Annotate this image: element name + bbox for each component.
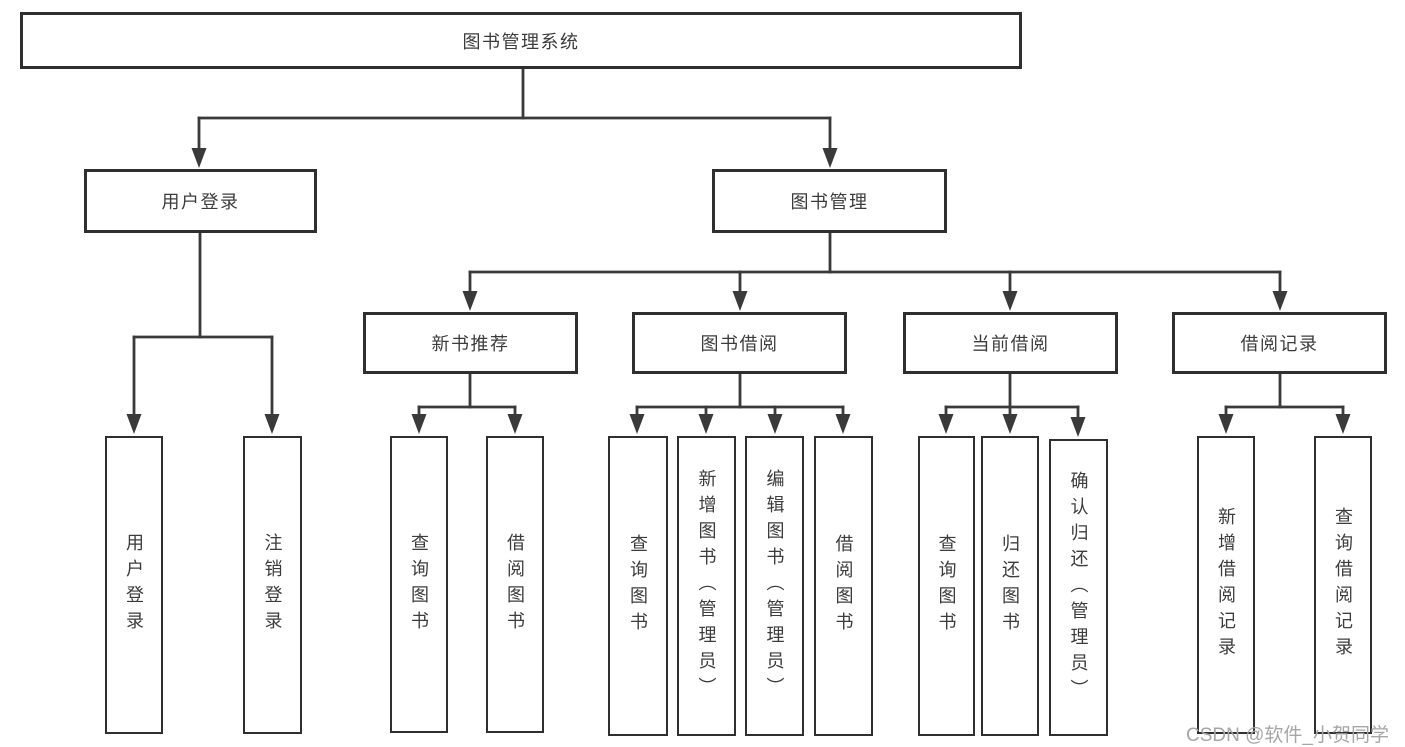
leaf-query-books-recommend-label: 查询图书: [409, 532, 429, 637]
leaf-query-books-recommend: 查询图书: [390, 436, 448, 733]
leaf-query-books-borrow-label: 查询图书: [628, 534, 648, 638]
leaf-return-books: 归还图书: [981, 436, 1039, 736]
arrowhead-icon: [698, 414, 714, 434]
node-borrow-records-label: 借阅记录: [1240, 334, 1319, 354]
arrowhead-icon: [629, 414, 645, 434]
leaf-add-borrow-record: 新增借阅记录: [1197, 436, 1255, 734]
leaf-edit-books-admin-label: 编辑图书（管理员）: [764, 469, 785, 703]
arrowhead-icon: [1070, 417, 1086, 437]
watermark-text: CSDN @软件_小贺同学: [1186, 725, 1389, 746]
leaf-edit-books-admin: 编辑图书（管理员）: [745, 436, 804, 736]
leaf-logout-login-label: 注销登录: [262, 533, 283, 637]
arrowhead-icon: [767, 414, 783, 434]
leaf-query-books-borrow: 查询图书: [608, 436, 668, 736]
leaf-borrow-books-borrow-label: 借阅图书: [833, 534, 854, 638]
arrowhead-icon: [822, 148, 838, 168]
node-user-login-label: 用户登录: [161, 192, 240, 212]
arrowhead-icon: [1272, 291, 1288, 311]
connector-book-borrow-children: [629, 372, 851, 434]
node-new-book-recommend-label: 新书推荐: [431, 334, 510, 354]
leaf-query-books-current-label: 查询图书: [936, 534, 957, 638]
node-new-book-recommend: 新书推荐: [363, 312, 578, 374]
connector-root-to-level2: [191, 67, 838, 168]
node-root: 图书管理系统: [20, 12, 1022, 69]
leaf-add-books-admin: 新增图书（管理员）: [677, 436, 736, 736]
arrowhead-icon: [732, 291, 748, 311]
node-book-borrow: 图书借阅: [632, 312, 847, 374]
arrowhead-icon: [1002, 414, 1018, 434]
arrowhead-icon: [411, 414, 427, 434]
connector-book-management-children: [462, 231, 1288, 311]
arrowhead-icon: [938, 414, 954, 434]
node-book-management: 图书管理: [712, 169, 947, 233]
leaf-query-borrow-record-label: 查询借阅记录: [1333, 507, 1353, 663]
arrowhead-icon: [1002, 291, 1018, 311]
leaf-query-books-current: 查询图书: [918, 436, 975, 736]
arrowhead-icon: [264, 414, 280, 434]
leaf-add-books-admin-label: 新增图书（管理员）: [696, 469, 717, 703]
leaf-borrow-books-recommend: 借阅图书: [486, 436, 544, 733]
leaf-logout-login: 注销登录: [243, 436, 302, 734]
leaf-add-borrow-record-label: 新增借阅记录: [1216, 507, 1236, 663]
arrowhead-icon: [126, 414, 142, 434]
connector-user-login-children: [126, 231, 280, 434]
leaf-borrow-books-borrow: 借阅图书: [814, 436, 873, 736]
arrowhead-icon: [507, 414, 523, 434]
node-book-borrow-label: 图书借阅: [700, 334, 779, 354]
arrowhead-icon: [462, 291, 478, 311]
connector-borrow-records-children: [1218, 372, 1351, 434]
node-user-login: 用户登录: [84, 169, 317, 233]
arrowhead-icon: [1218, 414, 1234, 434]
arrowhead-icon: [835, 414, 851, 434]
leaf-user-login-label: 用户登录: [124, 533, 144, 637]
connector-current-borrow-children: [938, 372, 1086, 437]
node-current-borrow: 当前借阅: [903, 312, 1118, 374]
leaf-query-borrow-record: 查询借阅记录: [1314, 436, 1372, 734]
leaf-confirm-return-admin: 确认归还（管理员）: [1049, 439, 1108, 736]
node-current-borrow-label: 当前借阅: [971, 334, 1050, 354]
node-root-label: 图书管理系统: [462, 31, 580, 52]
leaf-return-books-label: 归还图书: [1000, 534, 1020, 638]
connector-new-book-recommend-children: [411, 372, 523, 434]
arrowhead-icon: [191, 148, 207, 168]
leaf-borrow-books-recommend-label: 借阅图书: [505, 532, 525, 637]
leaf-user-login: 用户登录: [105, 436, 163, 734]
node-book-management-label: 图书管理: [790, 192, 869, 212]
leaf-confirm-return-admin-label: 确认归还（管理员）: [1068, 470, 1089, 705]
node-borrow-records: 借阅记录: [1172, 312, 1387, 374]
arrowhead-icon: [1335, 414, 1351, 434]
